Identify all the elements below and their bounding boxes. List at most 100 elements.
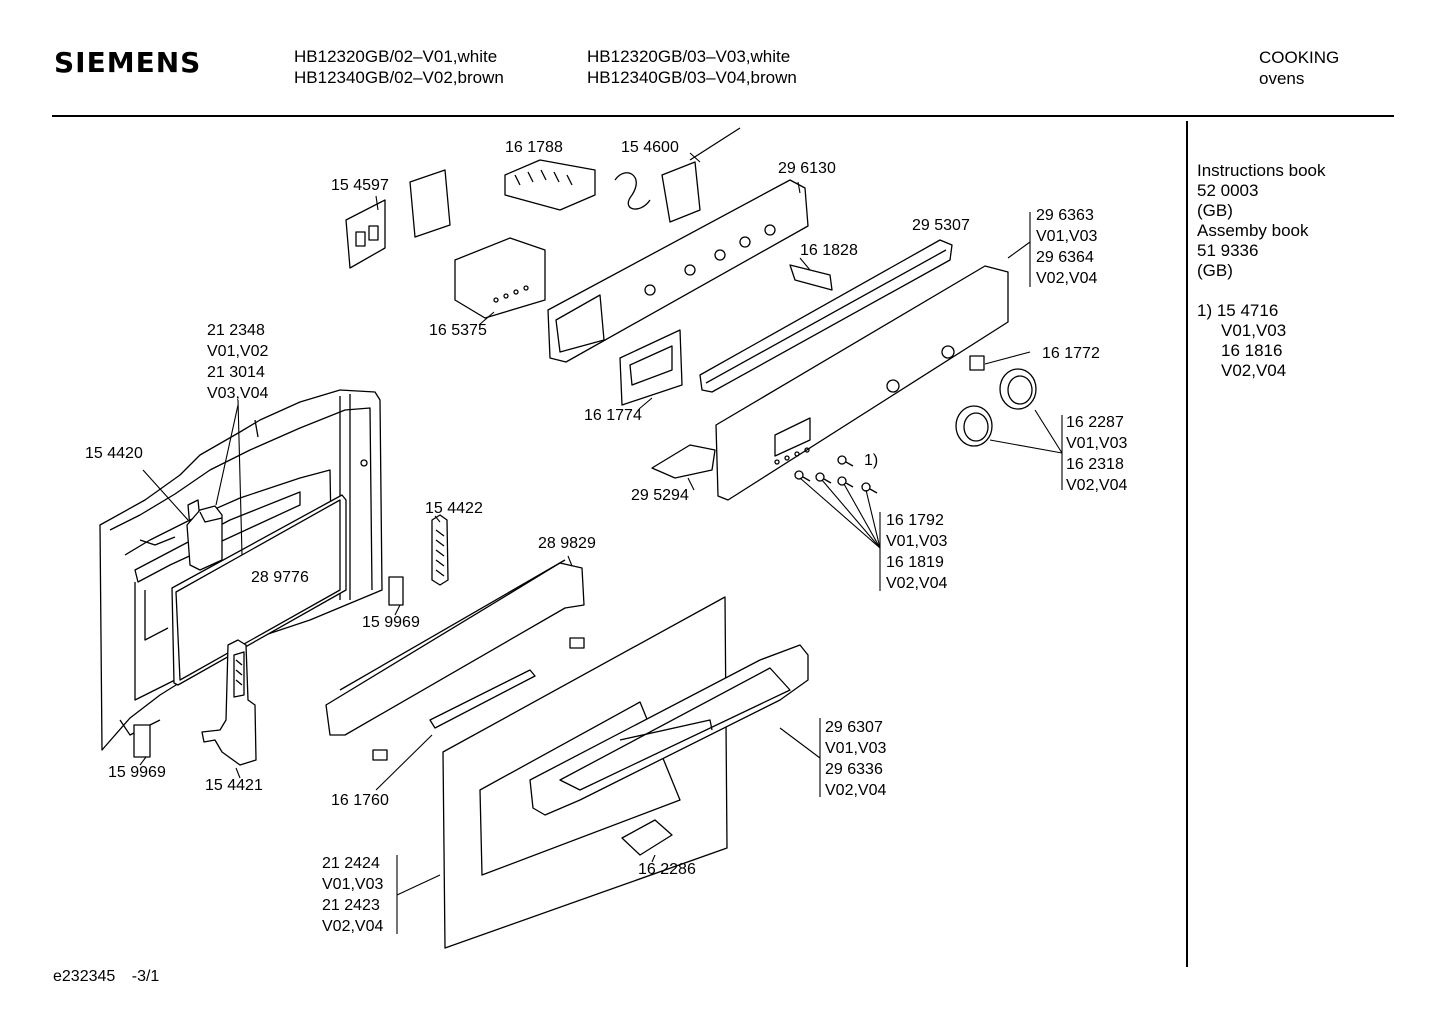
front-panel-part	[715, 265, 1009, 501]
part-label-line: 21 2348	[207, 322, 265, 339]
part-label-line: 16 1819	[886, 554, 944, 571]
model-line: HB12340GB/02–V02,brown	[294, 68, 504, 87]
brand-logo: SIEMENS	[54, 46, 202, 79]
display-bezel-part	[619, 329, 683, 406]
doc-line: Assemby book	[1197, 221, 1309, 240]
part-label-line: V02,V04	[322, 918, 384, 935]
part-label-line: 21 2423	[322, 897, 380, 914]
part-label-line: V02,V04	[1066, 477, 1128, 494]
category: COOKING ovens	[1259, 47, 1339, 89]
part-label: 15 4420	[85, 445, 143, 462]
part-label-line: V02,V04	[1036, 270, 1098, 287]
doc-line: Instructions book	[1197, 161, 1326, 180]
part-label-line: V01,V03	[1036, 228, 1098, 245]
stop-block-part	[133, 724, 151, 758]
doc-line: (GB)	[1197, 201, 1233, 220]
doc-line: 52 0003	[1197, 181, 1259, 200]
part-label: 16 1828	[800, 242, 858, 259]
part-label-line: 29 6307	[825, 719, 883, 736]
part-label: 29 6130	[778, 160, 836, 177]
diagram-code: e232345 -3/1	[53, 968, 159, 986]
knob-spacer-part	[969, 355, 985, 371]
glass-panel-part	[171, 494, 347, 686]
part-label: 28 9829	[538, 535, 596, 552]
part-label-group: 21 2348 V01,V02 21 3014 V03,V04	[207, 320, 268, 404]
part-label: 16 1760	[331, 792, 389, 809]
selector-switch-part	[504, 159, 596, 211]
part-label-line: 29 6364	[1036, 249, 1094, 266]
part-label-line: V02,V04	[886, 575, 948, 592]
part-label-line: 21 2424	[322, 855, 380, 872]
sidebar-divider	[1186, 121, 1188, 967]
part-label: 15 4597	[331, 177, 389, 194]
part-label-line: 29 6363	[1036, 207, 1094, 224]
leader-lines	[139, 152, 1063, 934]
page-number: -3/1	[131, 968, 160, 985]
doc-line: (GB)	[1197, 261, 1233, 280]
part-label-line: 21 3014	[207, 364, 265, 381]
model-line: HB12320GB/02–V01,white	[294, 47, 498, 66]
part-label-line: 16 1792	[886, 512, 944, 529]
note-line: V02,V04	[1221, 361, 1287, 380]
doc-line: 51 9336	[1197, 241, 1259, 260]
microswitch-part	[789, 264, 833, 291]
handle-clip-part	[621, 819, 673, 856]
part-label-line: V01,V03	[825, 740, 887, 757]
display-module-part	[454, 237, 546, 319]
footnote-1: 1) 15 4716 V01,V03 16 1816 V02,V04	[1197, 301, 1286, 381]
stop-block-part	[388, 576, 404, 606]
control-frame-part	[547, 179, 809, 363]
model-list-1: HB12320GB/02–V01,white HB12340GB/02–V02,…	[294, 46, 504, 88]
part-label-group: 29 6307 V01,V03 29 6336 V02,V04	[825, 717, 886, 801]
note-line: 16 1816	[1221, 341, 1283, 360]
part-label-line: V02,V04	[825, 782, 887, 799]
mount-bracket-part	[651, 444, 716, 479]
diagram-code-text: e232345	[53, 968, 116, 985]
part-label-line: 16 2318	[1066, 456, 1124, 473]
part-label-line: 16 2287	[1066, 414, 1124, 431]
note-line: 1) 15 4716	[1197, 301, 1279, 320]
footnote-marker: 1)	[864, 452, 879, 469]
part-label-group: 29 6363 V01,V03 29 6364 V02,V04	[1036, 205, 1097, 289]
part-label-line: V01,V03	[1066, 435, 1128, 452]
part-label: 16 2286	[638, 861, 696, 878]
trim-strip-part	[699, 239, 953, 393]
part-label: 16 5375	[429, 322, 487, 339]
model-line: HB12340GB/03–V04,brown	[587, 68, 797, 87]
bracket-part	[345, 169, 451, 269]
category-line: COOKING	[1259, 48, 1340, 67]
hinge-part	[201, 639, 257, 766]
part-label: 15 4421	[205, 777, 263, 794]
model-line: HB12320GB/03–V03,white	[587, 47, 791, 66]
door-rail-part	[325, 559, 585, 761]
part-label-line: 29 6336	[825, 761, 883, 778]
header-rule	[52, 115, 1394, 117]
hinge-spring-part	[431, 514, 449, 586]
door-handle-part	[529, 644, 809, 816]
part-label: 16 1774	[584, 407, 642, 424]
part-label: 15 4600	[621, 139, 679, 156]
part-label: 16 1772	[1042, 345, 1100, 362]
part-label-group: 16 1792 V01,V03 16 1819 V02,V04	[886, 510, 947, 594]
part-label-line: V01,V02	[207, 343, 269, 360]
model-list-2: HB12320GB/03–V03,white HB12340GB/03–V04,…	[587, 46, 797, 88]
thermostat-part	[614, 127, 741, 223]
control-knob-part	[955, 368, 1037, 447]
part-label-group: 21 2424 V01,V03 21 2423 V02,V04	[322, 853, 383, 937]
screw-set-part	[794, 455, 878, 494]
part-label: 15 9969	[108, 764, 166, 781]
category-line: ovens	[1259, 69, 1305, 88]
part-label: 29 5307	[912, 217, 970, 234]
note-line: V01,V03	[1221, 321, 1287, 340]
part-label-line: V01,V03	[886, 533, 948, 550]
part-label: 15 4422	[425, 500, 483, 517]
part-label: 29 5294	[631, 487, 689, 504]
part-label: 15 9969	[362, 614, 420, 631]
part-label-line: V01,V03	[322, 876, 384, 893]
part-label-group: 16 2287 V01,V03 16 2318 V02,V04	[1066, 412, 1127, 496]
document-references: Instructions book 52 0003 (GB) Assemby b…	[1197, 161, 1326, 281]
part-label: 28 9776	[251, 569, 309, 586]
part-label-line: V03,V04	[207, 385, 269, 402]
hinge-clip-part	[186, 505, 223, 571]
